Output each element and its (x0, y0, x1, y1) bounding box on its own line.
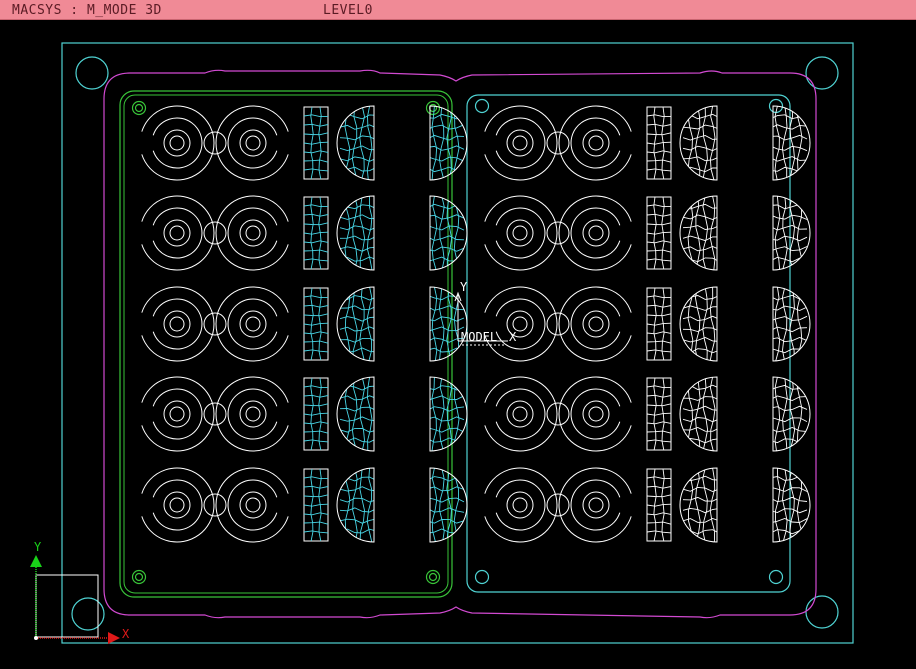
triad-y-label: Y (34, 540, 42, 554)
mold-frame (61, 42, 854, 644)
triad-x-label: X (122, 627, 130, 641)
view-axis-triad (30, 555, 120, 644)
origin-x-label: X (509, 330, 517, 344)
origin-model-label: MODEL (461, 330, 497, 344)
cavity-outline (103, 69, 817, 619)
corner-hole-br (805, 595, 839, 629)
part-row (484, 195, 811, 271)
part-row (141, 467, 468, 543)
part-row (484, 467, 811, 543)
left-plate-holes (131, 100, 441, 585)
right-cavity-parts (484, 105, 811, 543)
left-plate-outer (119, 90, 453, 598)
part-row (484, 286, 811, 362)
app-mode-title: MACSYS : M_MODE 3D (12, 3, 162, 18)
part-row (141, 105, 468, 181)
part-row (141, 376, 468, 452)
model-origin (454, 291, 508, 346)
left-cavity-parts (141, 105, 468, 543)
corner-hole-tl (75, 56, 109, 90)
part-row (484, 105, 811, 181)
title-bar: MACSYS : M_MODE 3D LEVEL0 (0, 0, 916, 20)
part-row (141, 195, 468, 271)
level-indicator: LEVEL0 (323, 3, 373, 18)
part-row (484, 376, 811, 452)
corner-hole-tr (805, 56, 839, 90)
part-row (141, 286, 468, 362)
left-plate-inner (123, 94, 449, 594)
origin-y-label: Y (460, 280, 468, 294)
cad-viewport[interactable]: Y MODEL X Y X (0, 21, 916, 665)
drawing-canvas[interactable]: Y MODEL X Y X (0, 21, 916, 665)
corner-hole-bl (71, 597, 105, 631)
right-plate (466, 94, 791, 593)
